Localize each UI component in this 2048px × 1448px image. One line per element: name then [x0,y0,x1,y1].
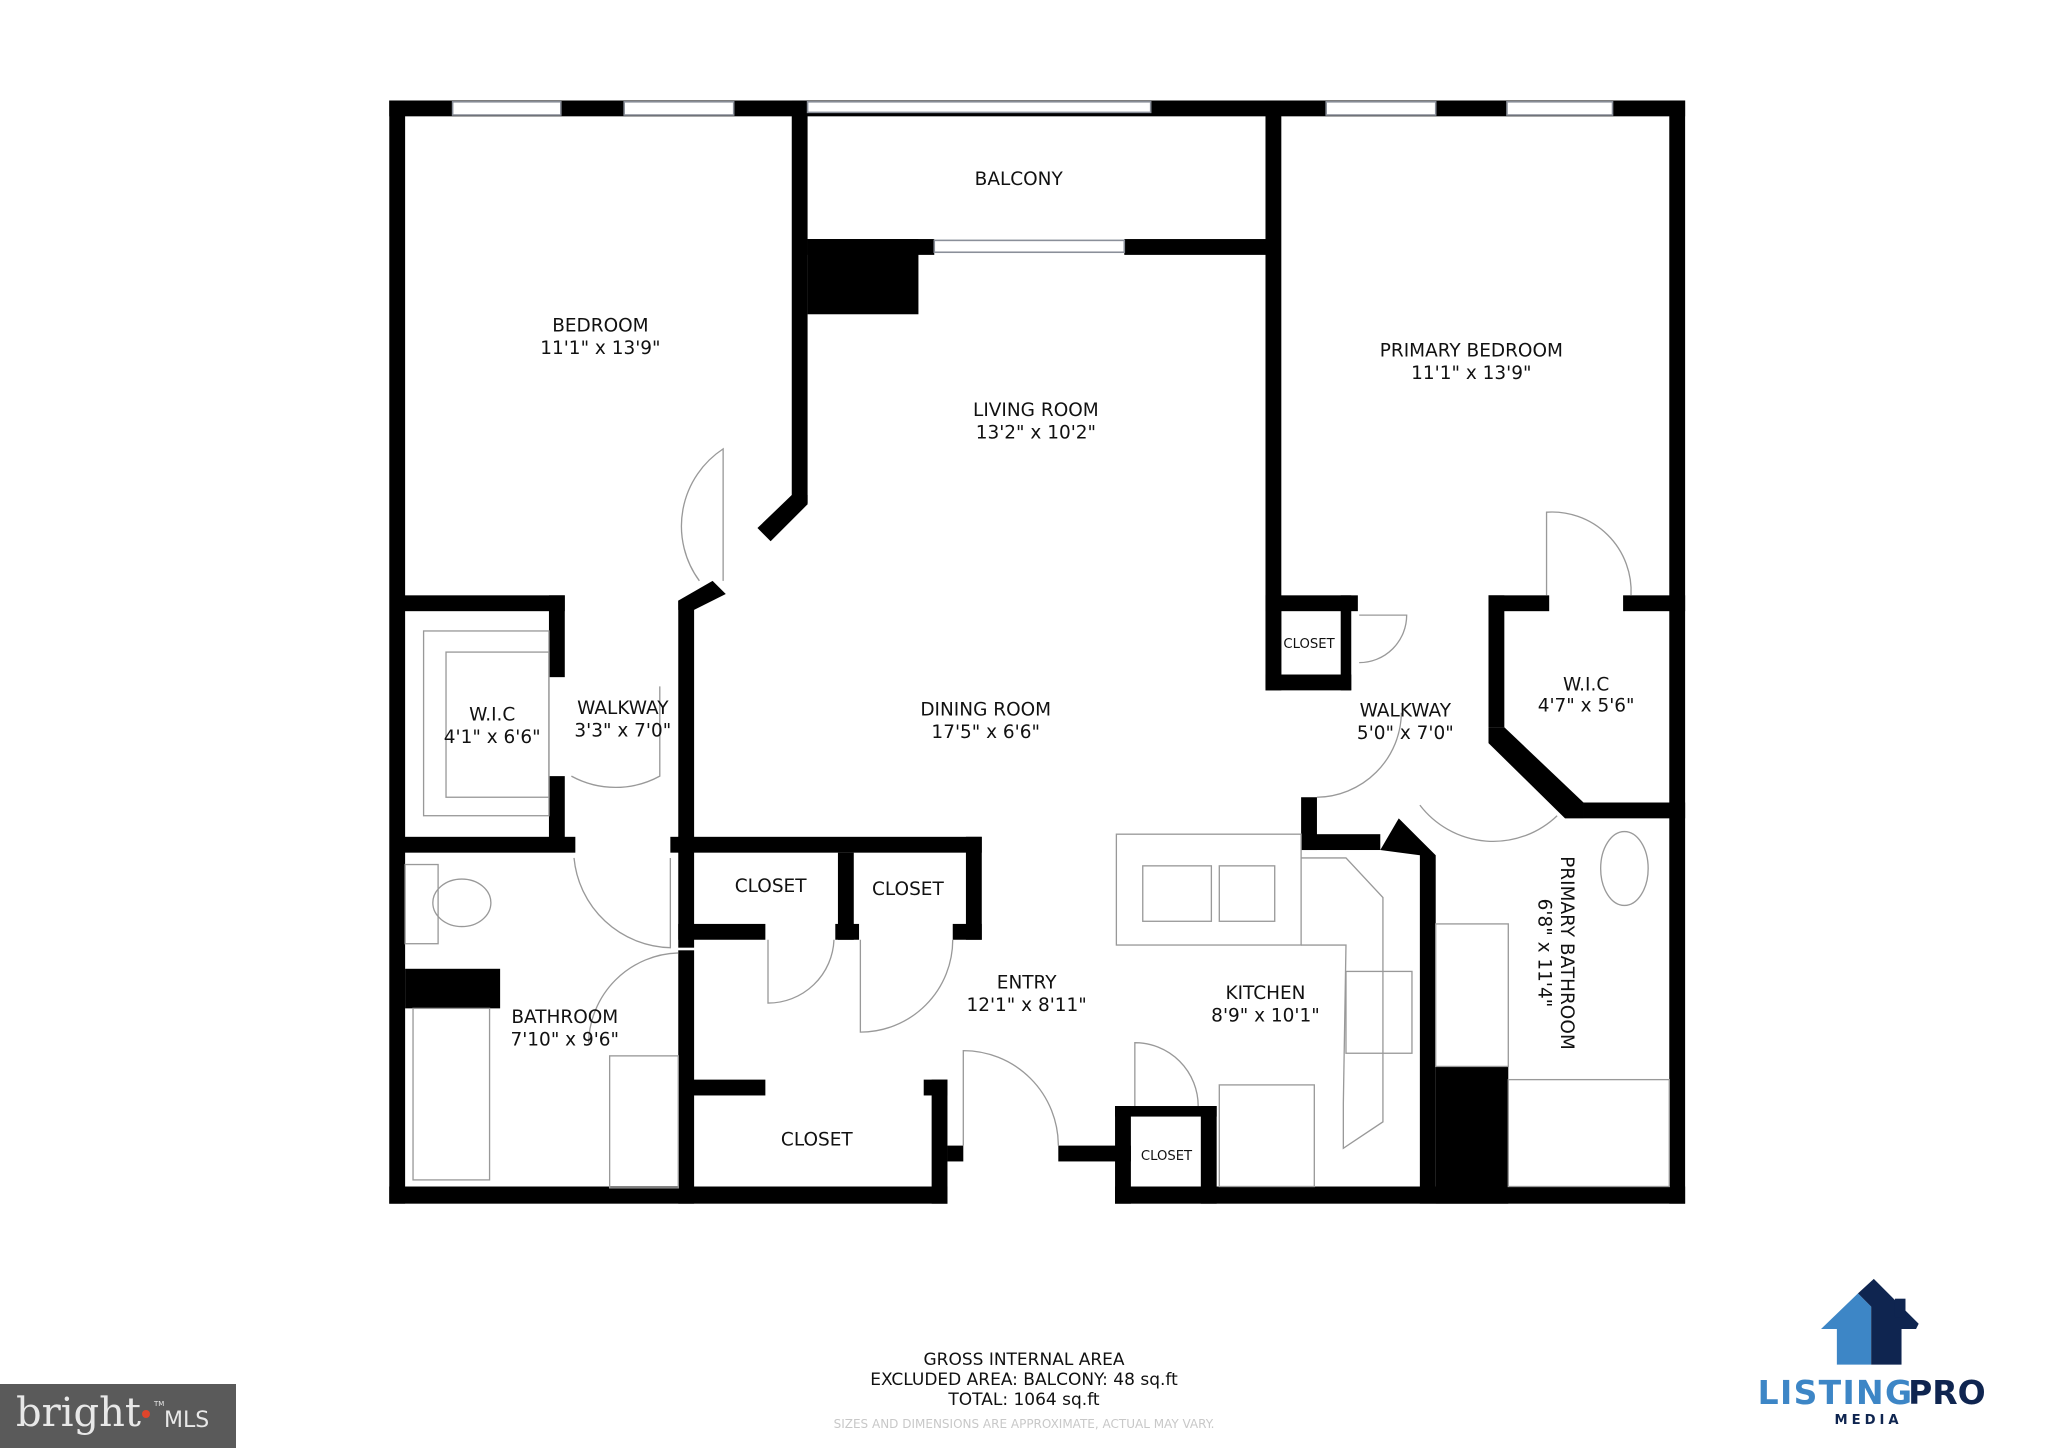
room-wic-right: W.I.C [1563,674,1609,695]
bright-dot-icon [142,1410,150,1418]
room-kitchen: KITCHEN [1225,983,1305,1004]
room-primary-bathroom: PRIMARY BATHROOM [1556,856,1577,1050]
mls-text: MLS [164,1408,210,1433]
room-entry: ENTRY [997,973,1057,994]
total-area: TOTAL: 1064 sq.ft [948,1390,1100,1410]
room-closet-small: CLOSET [1283,637,1335,652]
room-walkway-left-size: 3'3" x 7'0" [574,721,671,742]
room-balcony: BALCONY [975,169,1064,190]
room-dining: DINING ROOM [920,699,1051,720]
room-walkway-left: WALKWAY [577,698,669,719]
listingpro-logo: LISTING PRO MEDIA [1758,1278,1986,1428]
excluded-area: EXCLUDED AREA: BALCONY: 48 sq.ft [870,1370,1178,1390]
room-closet-2: CLOSET [872,879,944,900]
area-summary: GROSS INTERNAL AREA EXCLUDED AREA: BALCO… [0,1350,2048,1434]
room-bathroom: BATHROOM [511,1007,618,1028]
room-walkway-right: WALKWAY [1360,701,1452,722]
room-living: LIVING ROOM [973,400,1099,421]
fixtures [404,447,1670,1189]
listingpro-pro-text: PRO [1908,1373,1986,1412]
room-living-size: 13'2" x 10'2" [976,422,1096,443]
room-wic-left: W.I.C [469,705,515,726]
room-bedroom-size: 11'1" x 13'9" [540,338,660,359]
windows [451,101,1614,254]
disclaimer: SIZES AND DIMENSIONS ARE APPROXIMATE, AC… [833,1417,1215,1431]
room-closet-3: CLOSET [781,1130,853,1151]
room-labels: BALCONY BEDROOM 11'1" x 13'9" LIVING ROO… [444,169,1635,1164]
room-dining-size: 17'5" x 6'6" [931,722,1040,743]
room-walkway-right-size: 5'0" x 7'0" [1357,723,1454,744]
room-closet-4: CLOSET [1141,1149,1193,1164]
walls [389,100,1686,1204]
room-bathroom-size: 7'10" x 9'6" [510,1029,619,1050]
bright-mls-logo: bright TM MLS [0,1384,236,1448]
room-kitchen-size: 8'9" x 10'1" [1211,1006,1320,1027]
room-primary-bedroom: PRIMARY BEDROOM [1380,340,1563,361]
room-wic-left-size: 4'1" x 6'6" [444,727,541,748]
room-primary-bathroom-size: 6'8" x 11'4" [1534,899,1555,1008]
room-primary-bedroom-size: 11'1" x 13'9" [1411,363,1531,384]
room-bedroom: BEDROOM [552,315,648,336]
gross-area-label: GROSS INTERNAL AREA [923,1350,1125,1370]
tm-mark: TM [154,1400,165,1408]
room-wic-right-size: 4'7" x 5'6" [1538,695,1635,716]
listingpro-text: LISTING [1758,1373,1914,1412]
bright-text: bright [16,1390,141,1436]
listingpro-media-text: MEDIA [1835,1413,1903,1428]
room-entry-size: 12'1" x 8'11" [966,995,1086,1016]
room-closet-1: CLOSET [735,876,807,897]
